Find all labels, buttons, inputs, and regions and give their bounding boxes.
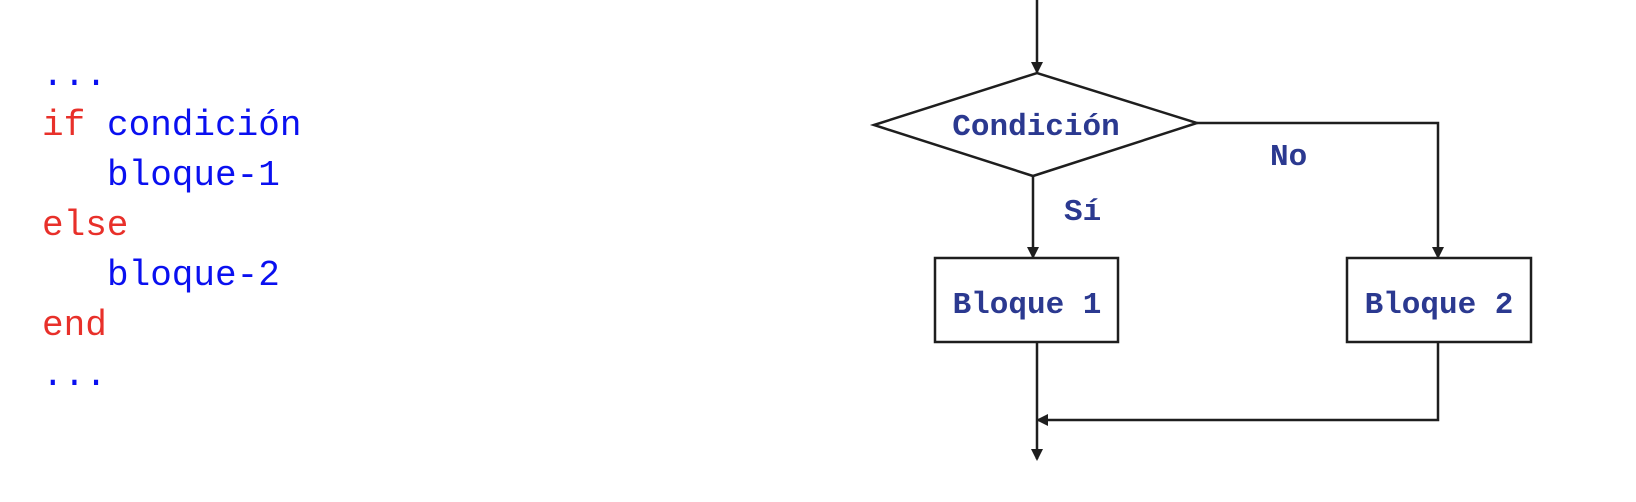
flowchart: Condición Sí No Bloque 1 Bloque 2 — [869, 0, 1533, 461]
block-1-box — [933, 256, 1120, 344]
decision-label: Condición — [952, 110, 1119, 145]
code-end-keyword: end — [42, 305, 107, 346]
merge-arrow — [1036, 342, 1440, 426]
yes-label: Sí — [1064, 195, 1101, 230]
block-2-label: Bloque 2 — [1365, 288, 1514, 323]
code-listing: ... if condición bloque-1 else bloque-2 … — [42, 55, 301, 396]
code-if-keyword: if — [42, 105, 85, 146]
code-else-keyword: else — [42, 205, 128, 246]
code-condition: condición — [107, 105, 301, 146]
block-1-label: Bloque 1 — [953, 288, 1102, 323]
code-block-2: bloque-2 — [107, 255, 280, 296]
no-label: No — [1270, 140, 1307, 175]
code-ellipsis-top: ... — [42, 55, 107, 96]
code-ellipsis-bottom: ... — [42, 355, 107, 396]
no-arrow — [1197, 121, 1444, 259]
code-block-1: bloque-1 — [107, 155, 280, 196]
